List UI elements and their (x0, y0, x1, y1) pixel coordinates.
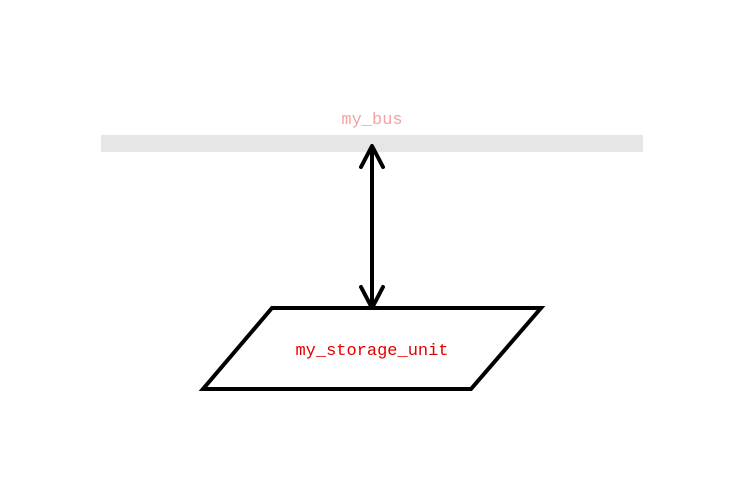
storage-unit-shape (198, 306, 546, 391)
bus-group: my_bus (101, 111, 643, 152)
arrowhead-up-icon (359, 144, 385, 169)
storage-unit[interactable]: my_storage_unit (198, 306, 546, 391)
bus-label: my_bus (341, 111, 402, 130)
bus-storage-connector[interactable] (359, 144, 385, 310)
bus-bar[interactable] (101, 135, 643, 152)
storage-unit-label: my_storage_unit (295, 342, 448, 361)
